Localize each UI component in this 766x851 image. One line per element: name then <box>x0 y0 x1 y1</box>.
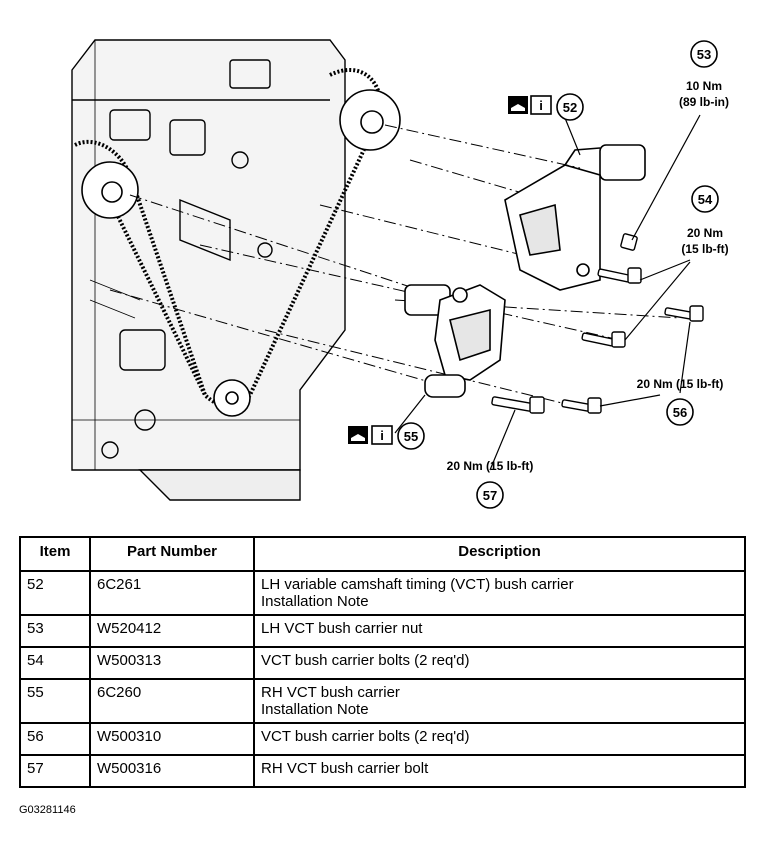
table-row: 52 6C261 LH variable camshaft timing (VC… <box>19 570 746 616</box>
cell-item: 57 <box>19 754 91 788</box>
cell-item: 54 <box>19 646 91 680</box>
header-part-number: Part Number <box>89 536 255 572</box>
cell-item: 55 <box>19 678 91 724</box>
cell-part-number: 6C260 <box>89 678 255 724</box>
description-line: LH variable camshaft timing (VCT) bush c… <box>261 576 574 593</box>
cell-item: 56 <box>19 722 91 756</box>
description-line: RH VCT bush carrier bolt <box>261 760 429 777</box>
callout-54-label: 54 <box>698 192 713 207</box>
info-icon: i <box>530 95 552 115</box>
nut-53 <box>620 233 638 251</box>
cell-description: VCT bush carrier bolts (2 req'd) <box>253 722 746 756</box>
lh-vct-bush-carrier <box>504 144 646 291</box>
bolt-54-a <box>597 267 642 284</box>
description-line: VCT bush carrier bolts (2 req'd) <box>261 728 470 745</box>
cell-description: LH VCT bush carrier nut <box>253 614 746 648</box>
cell-item: 53 <box>19 614 91 648</box>
callout-54-torque-nm: 20 Nm <box>687 226 723 240</box>
description-line: LH VCT bush carrier nut <box>261 620 423 637</box>
description-line: VCT bush carrier bolts (2 req'd) <box>261 652 470 669</box>
cell-part-number: W500316 <box>89 754 255 788</box>
callout-57-label: 57 <box>483 488 497 503</box>
cell-description: RH VCT bush carrier bolt <box>253 754 746 788</box>
cell-item: 52 <box>19 570 91 616</box>
bolt-56-a <box>664 305 704 322</box>
table-row: 53 W520412 LH VCT bush carrier nut <box>19 614 746 648</box>
callout-57: 20 Nm (15 lb-ft) 57 <box>447 459 534 509</box>
svg-text:i: i <box>539 98 543 113</box>
description-line: RH VCT bush carrier <box>261 684 400 701</box>
bolt-54-b <box>581 331 626 348</box>
cell-description: RH VCT bush carrier Installation Note <box>253 678 746 724</box>
cell-part-number: W500313 <box>89 646 255 680</box>
fasteners <box>491 233 704 414</box>
cell-part-number: W500310 <box>89 722 255 756</box>
callout-53-torque-lb: (89 lb-in) <box>679 95 729 109</box>
svg-text:i: i <box>380 428 384 443</box>
callout-53: 53 10 Nm (89 lb-in) <box>679 40 729 109</box>
cell-part-number: W520412 <box>89 614 255 648</box>
callout-56: 20 Nm (15 lb-ft) 56 <box>637 377 724 426</box>
callout-54-torque-lb: (15 lb-ft) <box>681 242 728 256</box>
callout-57-torque: 20 Nm (15 lb-ft) <box>447 459 534 473</box>
callout-53-label: 53 <box>697 47 711 62</box>
callout-55: i 55 <box>348 422 425 450</box>
callout-54: 54 20 Nm (15 lb-ft) <box>681 185 729 256</box>
table-row: 57 W500316 RH VCT bush carrier bolt <box>19 754 746 788</box>
cell-part-number: 6C261 <box>89 570 255 616</box>
callout-56-label: 56 <box>673 405 687 420</box>
header-item: Item <box>19 536 91 572</box>
table-row: 54 W500313 VCT bush carrier bolts (2 req… <box>19 646 746 680</box>
callout-pointers <box>394 114 701 471</box>
engine-block <box>71 39 346 501</box>
table-row: 55 6C260 RH VCT bush carrier Installatio… <box>19 678 746 724</box>
oil-can-icon <box>508 96 528 114</box>
bolt-57 <box>491 396 545 414</box>
parts-table: Item Part Number Description 52 6C261 LH… <box>19 536 746 788</box>
header-description: Description <box>253 536 746 572</box>
installation-note-link[interactable]: Installation Note <box>261 593 369 610</box>
installation-note-link[interactable]: Installation Note <box>261 701 369 718</box>
table-header-row: Item Part Number Description <box>19 536 746 572</box>
bolt-56-b <box>561 397 602 414</box>
callout-52-label: 52 <box>563 100 577 115</box>
info-icon: i <box>371 425 393 445</box>
cell-description: VCT bush carrier bolts (2 req'd) <box>253 646 746 680</box>
callout-55-label: 55 <box>404 429 418 444</box>
callout-52: i 52 <box>508 93 584 121</box>
cell-description: LH variable camshaft timing (VCT) bush c… <box>253 570 746 616</box>
table-row: 56 W500310 VCT bush carrier bolts (2 req… <box>19 722 746 756</box>
timing-sprockets <box>81 89 401 417</box>
figure-code: G03281146 <box>19 804 76 816</box>
oil-can-icon <box>348 426 368 444</box>
rh-vct-bush-carrier <box>404 284 506 398</box>
callout-56-torque: 20 Nm (15 lb-ft) <box>637 377 724 391</box>
callout-53-torque-nm: 10 Nm <box>686 79 722 93</box>
exploded-engine-diagram: i 52 53 10 Nm (89 lb-in) 54 20 Nm (15 lb… <box>71 39 729 509</box>
